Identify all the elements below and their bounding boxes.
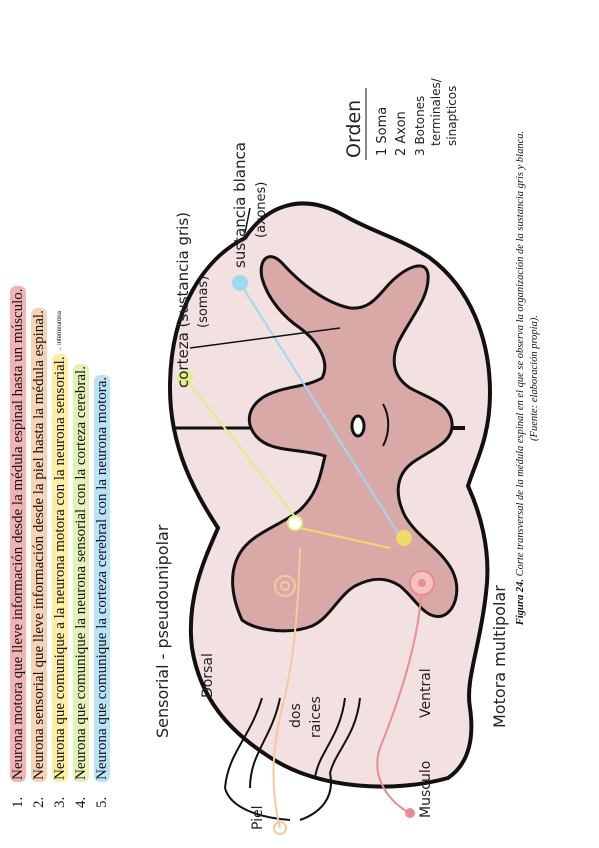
pointer-arrow-corteza [189, 327, 341, 349]
raices-label: raices [308, 696, 324, 738]
interneuron-axon [299, 527, 391, 549]
ventral-label: Ventral [418, 668, 434, 718]
motor-axon [376, 582, 423, 814]
motor-soma-nucleus [418, 579, 426, 587]
central-canal [350, 414, 366, 438]
pointer-arrow-sustancia [244, 207, 251, 234]
somas-label: (somas) [196, 276, 211, 328]
figure-caption: Figura 24. Corte transversal de la médul… [514, 18, 542, 738]
orden-item-2: 2 Axon [394, 111, 409, 156]
dos-label: dos [288, 703, 304, 728]
corteza-label: corteza (sustancia gris) [174, 212, 192, 388]
figure-number: Figura 24. [515, 579, 526, 626]
orden-title: Orden [343, 100, 365, 158]
caption-text: Corte transversal de la médula espinal e… [515, 130, 526, 580]
musculo-label: Musculo [418, 761, 434, 818]
sensory-soma [274, 575, 296, 597]
ascending-terminal [177, 370, 193, 386]
piel-label: Piel [250, 805, 266, 830]
axones-label: (axones) [254, 182, 269, 238]
interneuron-soma [396, 530, 412, 546]
ascending-axon [184, 377, 301, 524]
sensory-axon [272, 547, 301, 829]
dorsal-label: Dorsal [200, 653, 216, 698]
spinal-nerve [224, 772, 332, 821]
sensorial-label: Sensorial - pseudounipolar [153, 524, 172, 738]
orden-item-1: 1 Soma [375, 107, 390, 156]
descending-axon [239, 282, 399, 534]
ascending-soma [287, 515, 303, 531]
sensory-soma-inner [280, 581, 290, 591]
dorsal-root [224, 697, 281, 789]
sustancia-blanca-label: sustancia blanca [231, 142, 249, 268]
skin-receptor [273, 821, 287, 835]
muscle-target [405, 808, 415, 818]
ventral-root [314, 697, 361, 779]
orden-item-3a: 3 Botones [413, 96, 427, 156]
descending-soma [232, 275, 248, 291]
canal-mark [382, 403, 390, 447]
caption-source: (Fuente: elaboración propia). [529, 315, 540, 441]
caption-line: Figura 24. Corte transversal de la médul… [514, 18, 528, 738]
orden-item-3c: sinapticos [445, 86, 459, 146]
orden-item-3b: terminales/ [429, 77, 443, 146]
motora-label: Motora multipolar [490, 585, 509, 728]
